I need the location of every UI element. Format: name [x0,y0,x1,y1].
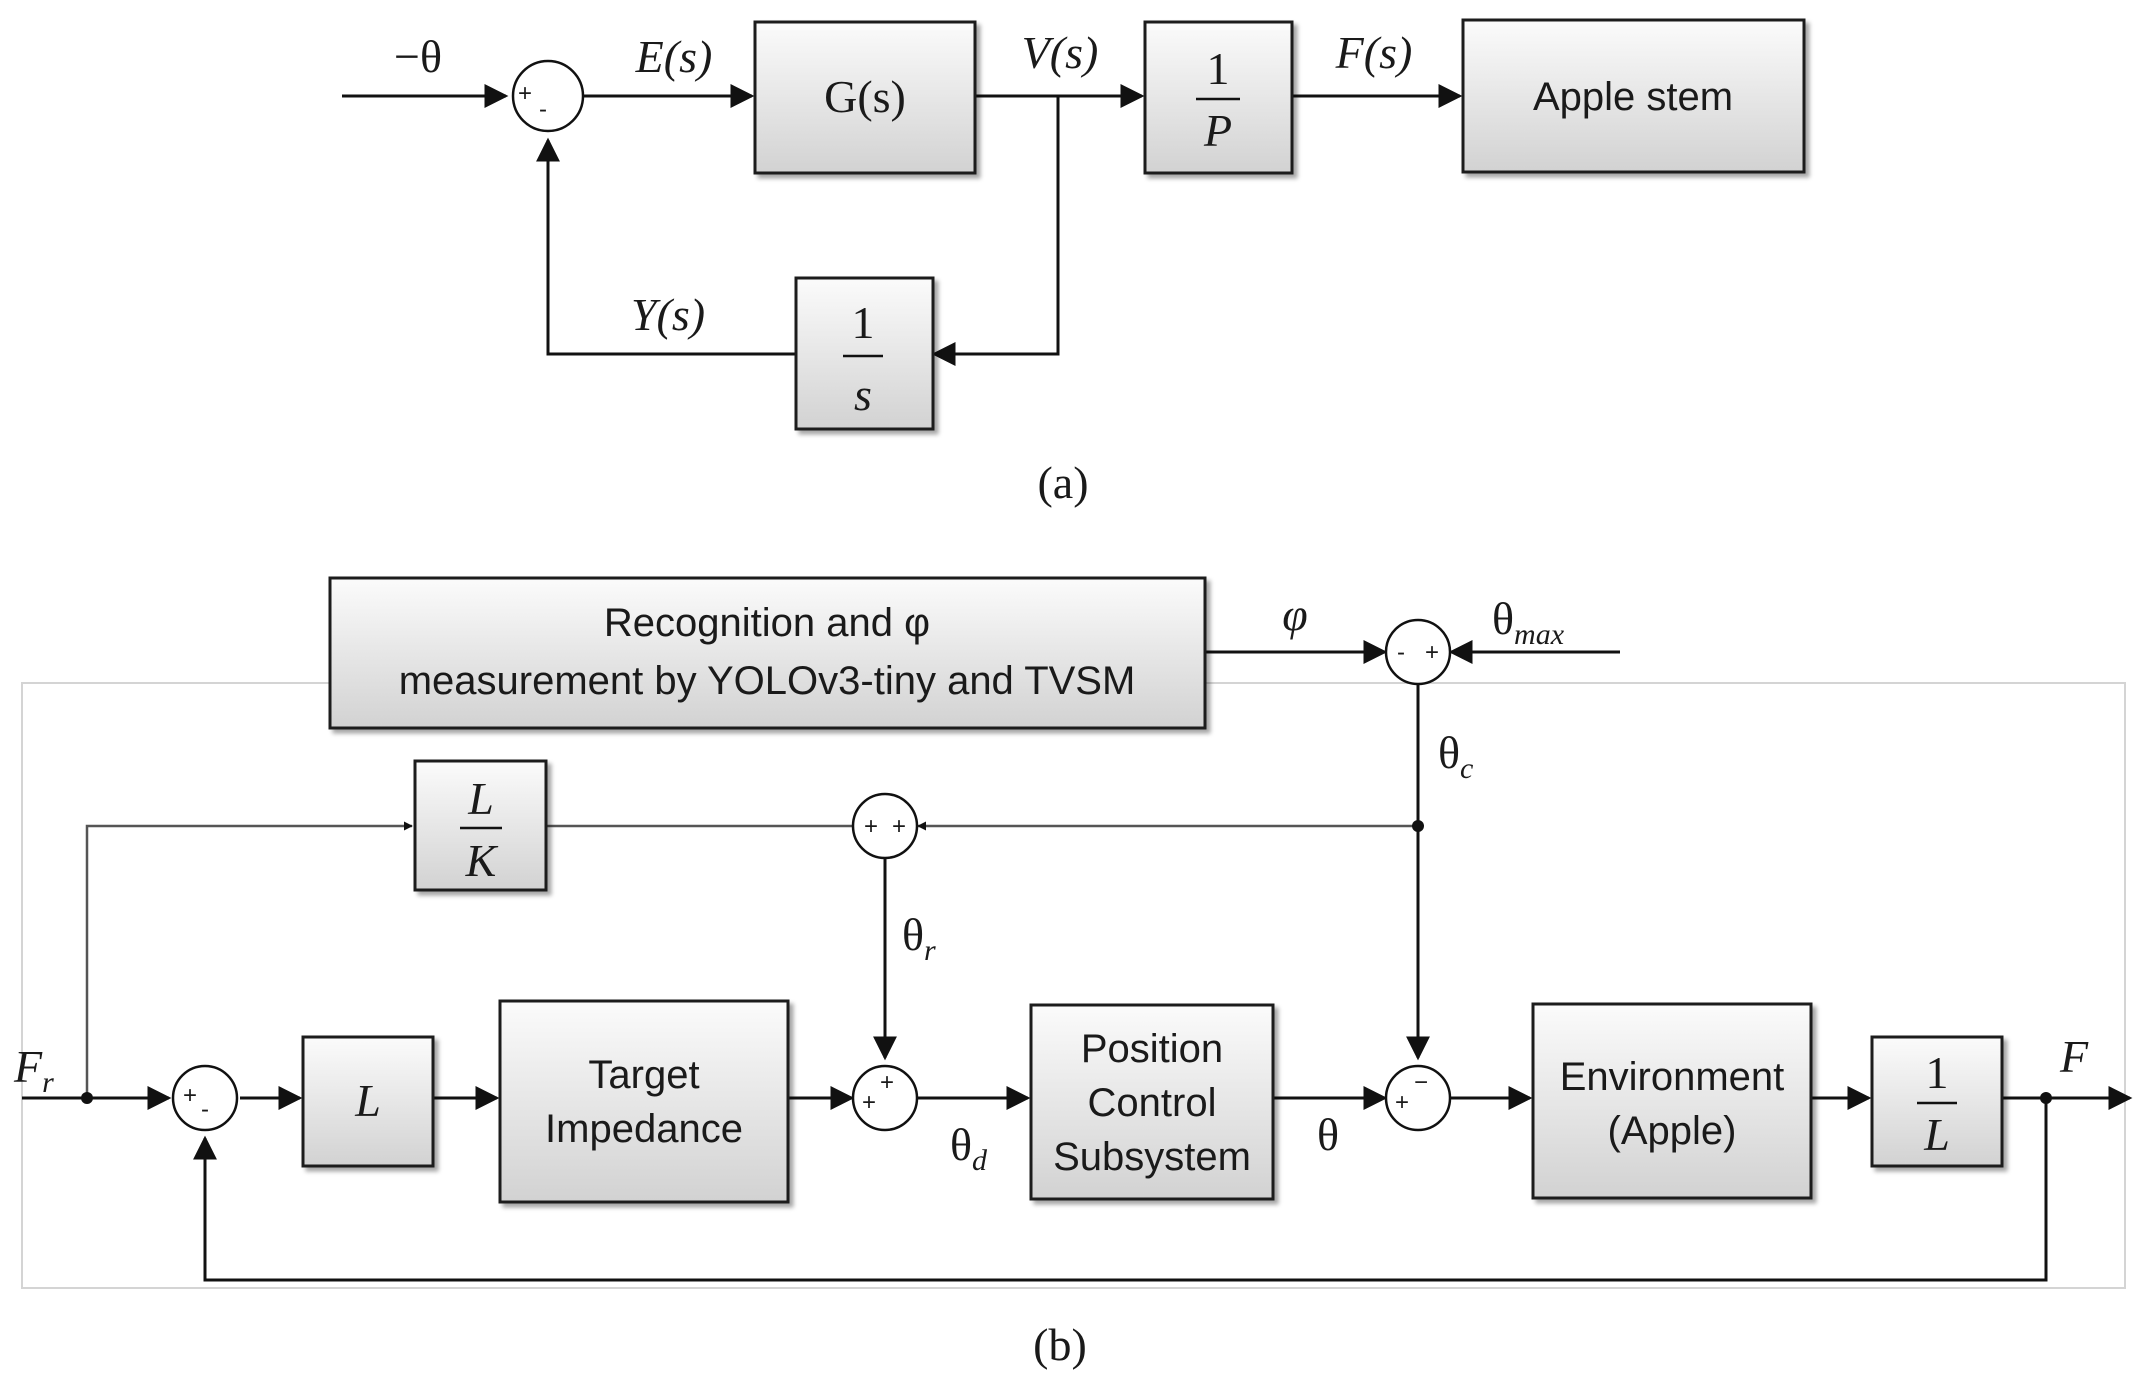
theta-c-symbol: θ [1438,727,1460,778]
l-over-k-numerator: L [467,773,494,824]
sum-a-plus-sign: + [518,80,532,107]
controller-g-label: G(s) [824,71,906,122]
theta-d-symbol: θ [950,1119,972,1170]
theta-c-subscript: c [1460,752,1473,785]
sum-junction-theta-d [851,1064,919,1132]
inverse-l-block [1870,1035,2004,1168]
theta-r-symbol: θ [902,909,924,960]
fr-feedforward-wire [85,821,413,1098]
integrator-denominator: s [854,369,872,420]
sum-theta-d-plus-sign-left: + [862,1089,876,1116]
target-impedance-line1: Target [588,1053,699,1097]
inverse-l-denominator: L [1923,1109,1950,1160]
gain-denominator: P [1203,105,1232,156]
theta-max-symbol: θ [1492,593,1514,644]
fr-symbol: F [13,1041,43,1092]
environment-block [1531,1002,1813,1200]
force-signal-label: F(s) [1335,27,1413,78]
panel-b-caption: (b) [1033,1319,1087,1370]
theta-signal-label: θ [1317,1109,1339,1160]
theta-d-subscript: d [972,1144,988,1177]
fr-branch-dot [81,1092,93,1104]
sum-theta-d-plus-sign-top: + [880,1069,894,1096]
sum-junction-theta-r [851,792,919,860]
target-impedance-line2: Impedance [545,1107,743,1151]
velocity-signal-label: V(s) [1022,27,1099,78]
sum-theta-error-plus-sign: + [1395,1089,1409,1116]
fr-subscript: r [42,1066,54,1099]
environment-line1: Environment [1560,1055,1785,1099]
integrator-block [794,276,935,431]
l-gain-block [301,1035,435,1168]
error-signal-label: E(s) [635,31,713,82]
sum-junction-theta-error [1384,1064,1452,1132]
feedback-signal-label: Y(s) [631,289,705,340]
y-feedback-wire [536,137,795,356]
sum-theta-c-plus-sign: + [1425,639,1439,666]
sum-junction-force-error [171,1064,239,1132]
theta-max-subscript: max [1514,618,1565,651]
sum-theta-error-minus-sign: − [1414,1069,1428,1096]
panel-a: + - G(s) 1 P Apple stem 1 s −θ E(s) V(s)… [342,18,1806,508]
environment-line2: (Apple) [1608,1109,1737,1153]
vision-block-line2: measurement by YOLOv3-tiny and TVSM [399,659,1136,703]
sum-force-error-minus-sign: - [201,1096,209,1123]
theta-r-subscript: r [924,934,936,967]
theta-c-branch-dot [1412,820,1424,832]
sum-theta-c-minus-sign: - [1397,639,1405,666]
sum-force-error-plus-sign: + [183,1082,197,1109]
l-gain-label: L [354,1075,381,1126]
force-feedback-wire [193,1098,2048,1282]
input-theta-label: −θ [394,31,442,82]
gain-1-over-p-block [1143,20,1294,175]
theta-c-label: θc [1438,727,1473,785]
sum-theta-r-plus-sign-left: + [864,813,878,840]
gain-numerator: 1 [1207,43,1230,94]
theta-max-label: θmax [1492,593,1565,651]
inverse-l-numerator: 1 [1926,1047,1949,1098]
sum-theta-r-plus-sign-right: + [892,813,906,840]
panel-b: - + + + + - + + + − Recognition and φ me… [13,576,2133,1370]
theta-r-label: θr [902,909,936,967]
position-control-block [1029,1003,1275,1201]
apple-stem-label: Apple stem [1533,75,1733,119]
theta-d-label: θd [950,1119,988,1177]
target-impedance-block [498,999,790,1204]
velocity-feedback-wire [931,96,1060,366]
controller-g-block [753,20,977,175]
position-control-line1: Position [1081,1027,1223,1071]
sum-junction-a [511,59,585,133]
force-branch-dot [2040,1092,2052,1104]
panel-a-caption: (a) [1037,457,1088,508]
integrator-numerator: 1 [852,297,875,348]
l-over-k-block [413,759,548,892]
fr-input-label: Fr [13,1041,54,1099]
apple-stem-block [1461,18,1806,174]
phi-signal-label: φ [1282,589,1307,640]
sum-a-minus-sign: - [539,96,547,123]
position-control-line2: Control [1088,1081,1217,1125]
position-control-line3: Subsystem [1053,1135,1251,1179]
l-over-k-denominator: K [465,835,499,886]
sum-junction-theta-c [1384,618,1452,686]
vision-block-line1: Recognition and φ [604,601,930,645]
force-output-label: F [2059,1031,2089,1082]
vision-recognition-block [328,576,1207,730]
